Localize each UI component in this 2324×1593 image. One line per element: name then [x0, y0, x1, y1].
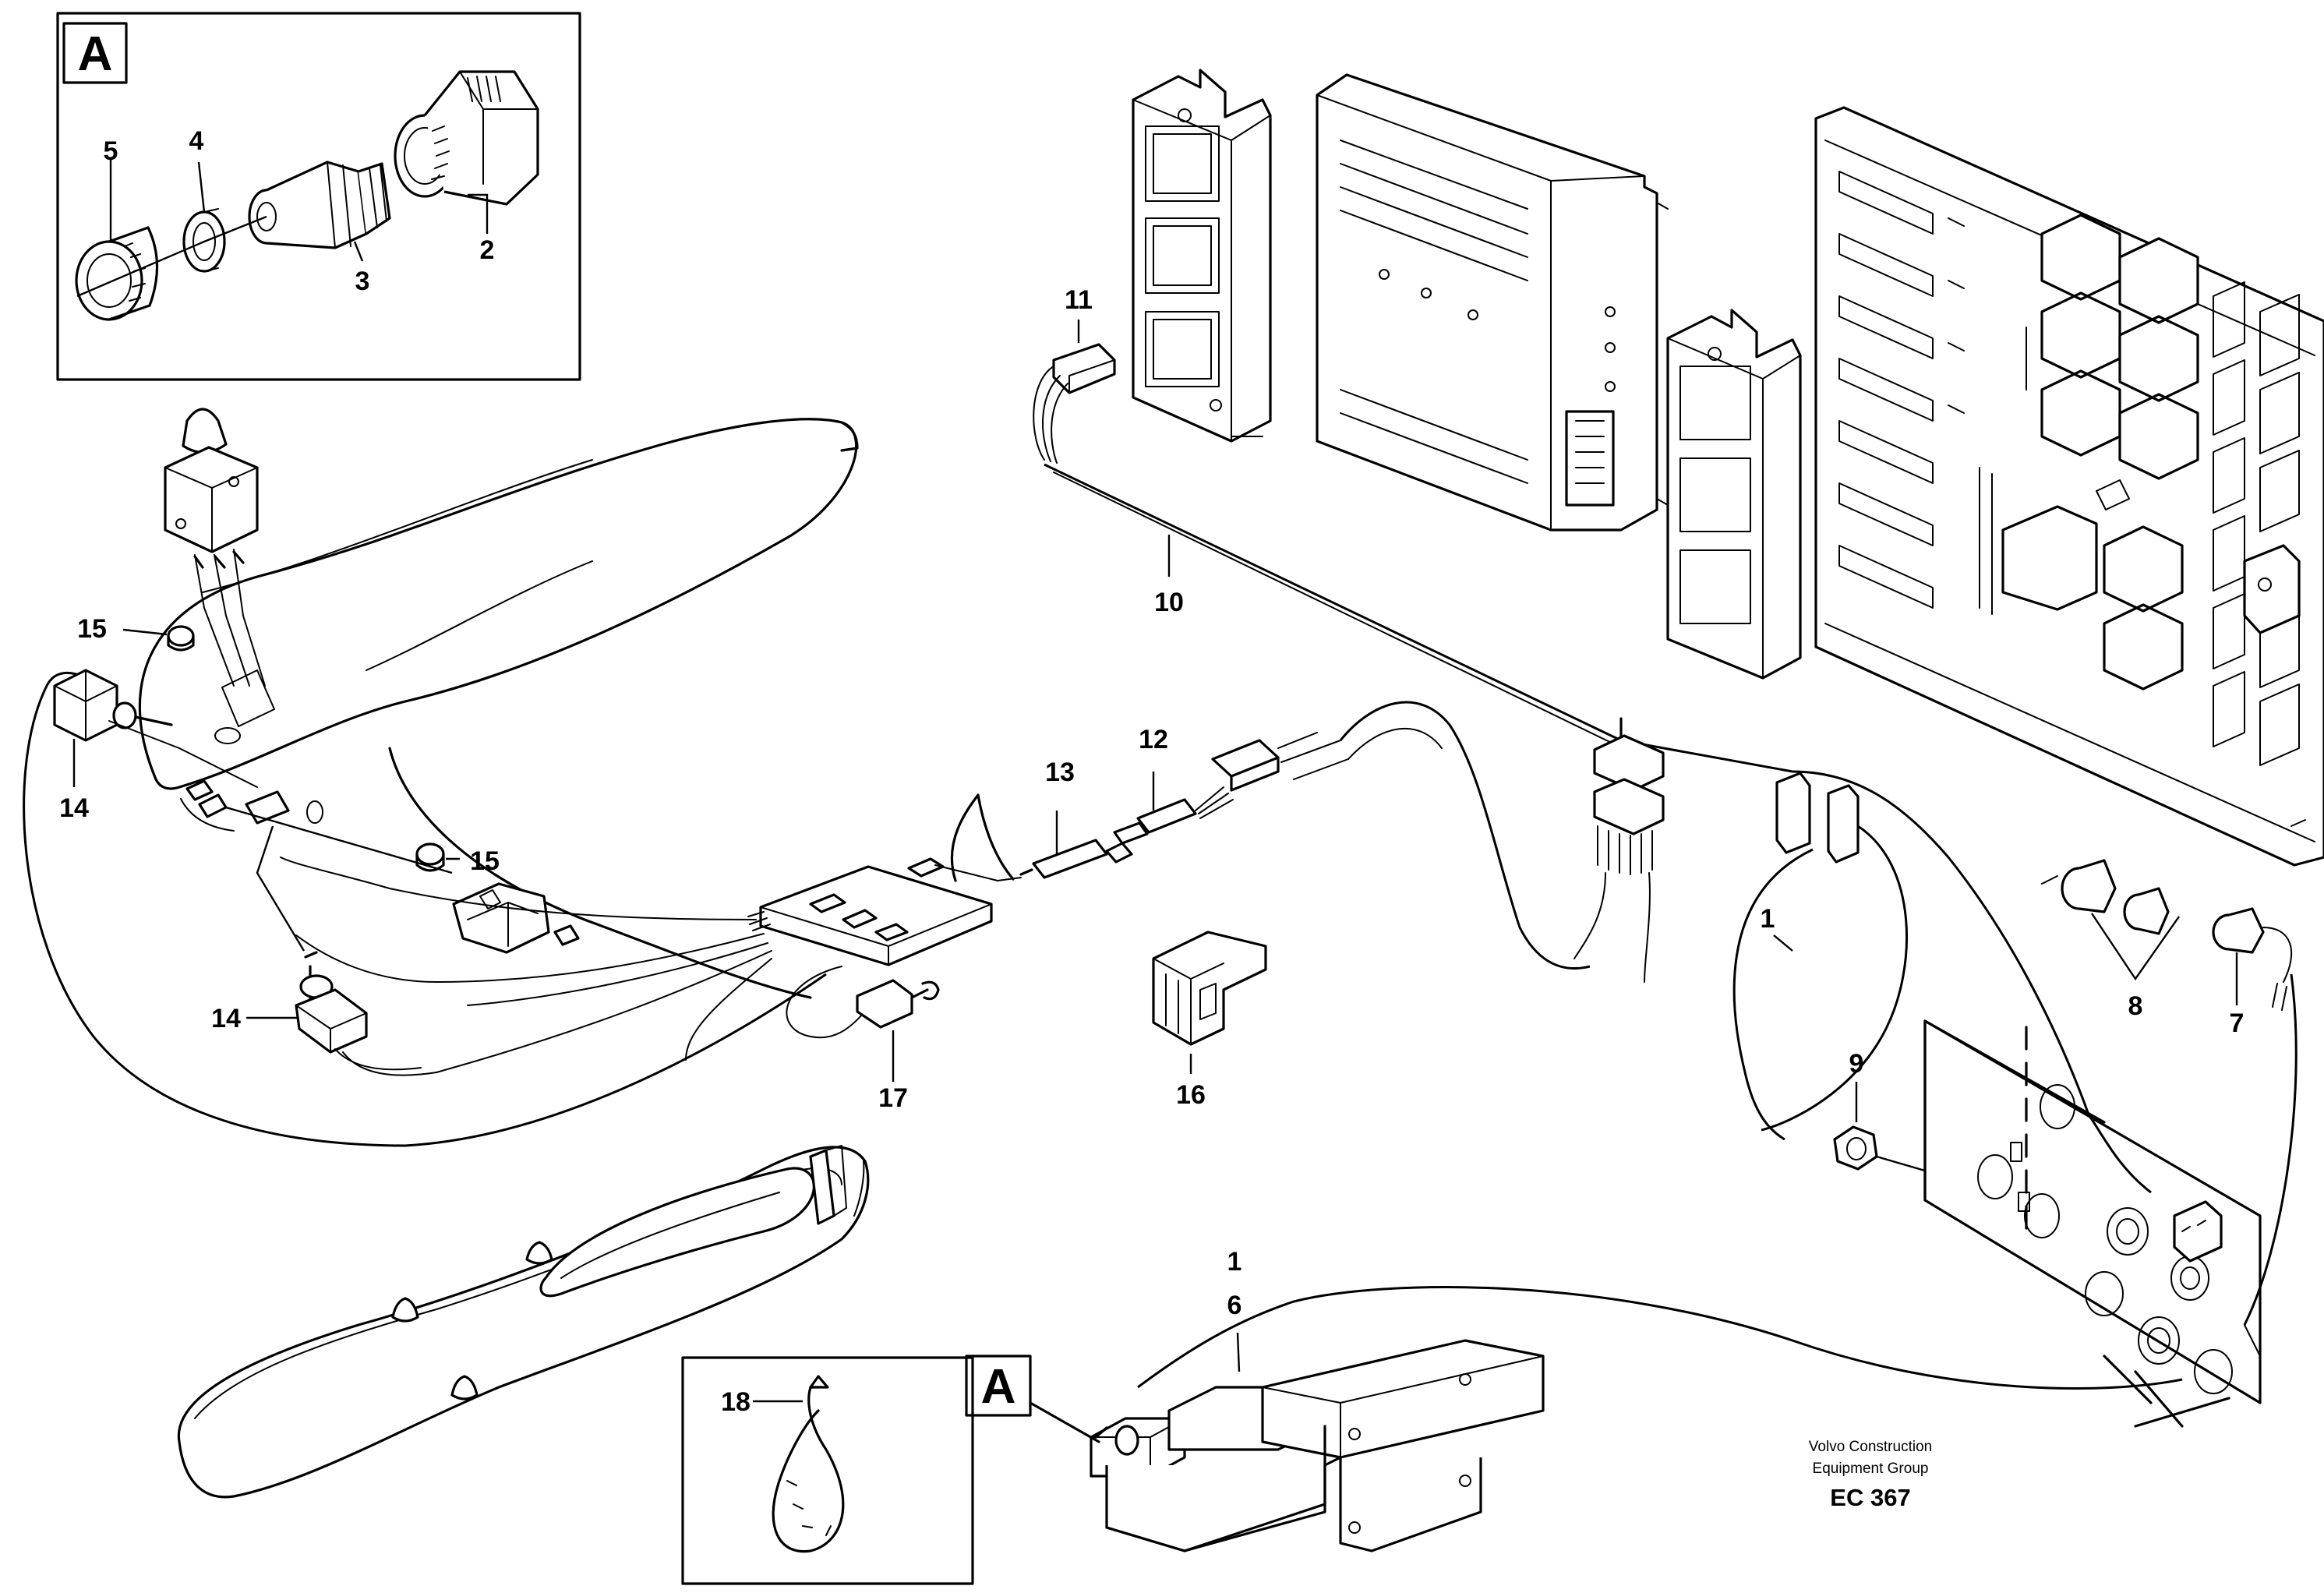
relay-16 — [1152, 931, 1267, 1074]
grommets-8 — [2041, 859, 2180, 981]
harness-plug-upper — [1211, 701, 1591, 970]
cable-1-upper — [1732, 848, 1814, 1141]
callout-3: 3 — [355, 267, 370, 296]
callout-6: 6 — [1227, 1291, 1242, 1320]
callout-5: 5 — [104, 136, 118, 166]
outer-harness-loop — [23, 685, 827, 1147]
harness-clip — [1761, 770, 2090, 1132]
callout-15-upper: 15 — [77, 614, 107, 644]
joystick-switch — [164, 408, 266, 687]
harness-branch-connector — [1573, 717, 1665, 983]
connector-11 — [1033, 320, 1116, 464]
footer-credit: Volvo Construction Equipment Group EC 36… — [1809, 1439, 1932, 1511]
armrest-assembly — [138, 418, 859, 999]
callout-1-lower: 1 — [1227, 1247, 1242, 1277]
rocker-switch-14-lower — [246, 951, 437, 1076]
fitting-part-3 — [248, 161, 391, 249]
callout-13: 13 — [1045, 758, 1075, 787]
cable-tie-inset — [681, 1356, 974, 1585]
callout-4: 4 — [189, 126, 204, 156]
washer-part-4 — [182, 208, 226, 273]
cap-15-lower — [415, 842, 460, 872]
footer-line-2: Equipment Group — [1813, 1461, 1929, 1477]
callout-14-lower: 14 — [211, 1004, 241, 1033]
callout-7: 7 — [2230, 1008, 2245, 1038]
inner-harness — [280, 857, 772, 1073]
harness-circuit-board — [747, 857, 993, 966]
callout-14-upper: 14 — [59, 793, 89, 823]
mounting-bracket-right — [1666, 309, 1802, 680]
callout-18: 18 — [721, 1387, 751, 1417]
callout-1-upper: 1 — [1761, 904, 1775, 934]
cables-to-remote-box — [1137, 1114, 2261, 1428]
connector-part-2 — [394, 70, 539, 206]
grommet-7 — [2212, 907, 2298, 1326]
remote-control-box — [1090, 1332, 1545, 1552]
relay-circuit-board — [1814, 106, 2324, 867]
callout-15-lower: 15 — [470, 846, 500, 876]
footer-line-1: Volvo Construction — [1809, 1439, 1932, 1455]
control-unit-box — [1316, 73, 1669, 532]
callout-9: 9 — [1849, 1049, 1864, 1079]
callout-8: 8 — [2128, 991, 2143, 1021]
nut-part-5 — [75, 226, 159, 321]
rocker-switch-14-upper — [53, 669, 258, 788]
switch-panel-right — [1923, 1019, 2262, 1404]
cable-tie-on-board — [950, 793, 1015, 882]
footer-code: EC 367 — [1830, 1484, 1910, 1511]
detail-a-inset: A — [56, 12, 581, 381]
callout-2: 2 — [480, 235, 495, 265]
connector-13 — [1019, 811, 1133, 879]
callout-16: 16 — [1176, 1080, 1206, 1110]
cap-15-upper — [122, 625, 195, 652]
connector-12 — [1113, 772, 1234, 845]
callout-11: 11 — [1065, 285, 1093, 315]
detail-a-reference: A — [965, 1355, 1100, 1443]
switch-cluster — [180, 779, 453, 952]
armrest-tray — [177, 1145, 870, 1499]
connector-17 — [786, 966, 940, 1082]
callout-10: 10 — [1154, 588, 1184, 617]
detail-a-label: A — [78, 27, 113, 81]
callout-12: 12 — [1139, 725, 1168, 754]
rocker-switch-panel — [452, 882, 580, 954]
detail-a-reference-label: A — [981, 1360, 1016, 1414]
mounting-bracket-left — [1132, 69, 1272, 443]
callout-17: 17 — [878, 1083, 908, 1113]
